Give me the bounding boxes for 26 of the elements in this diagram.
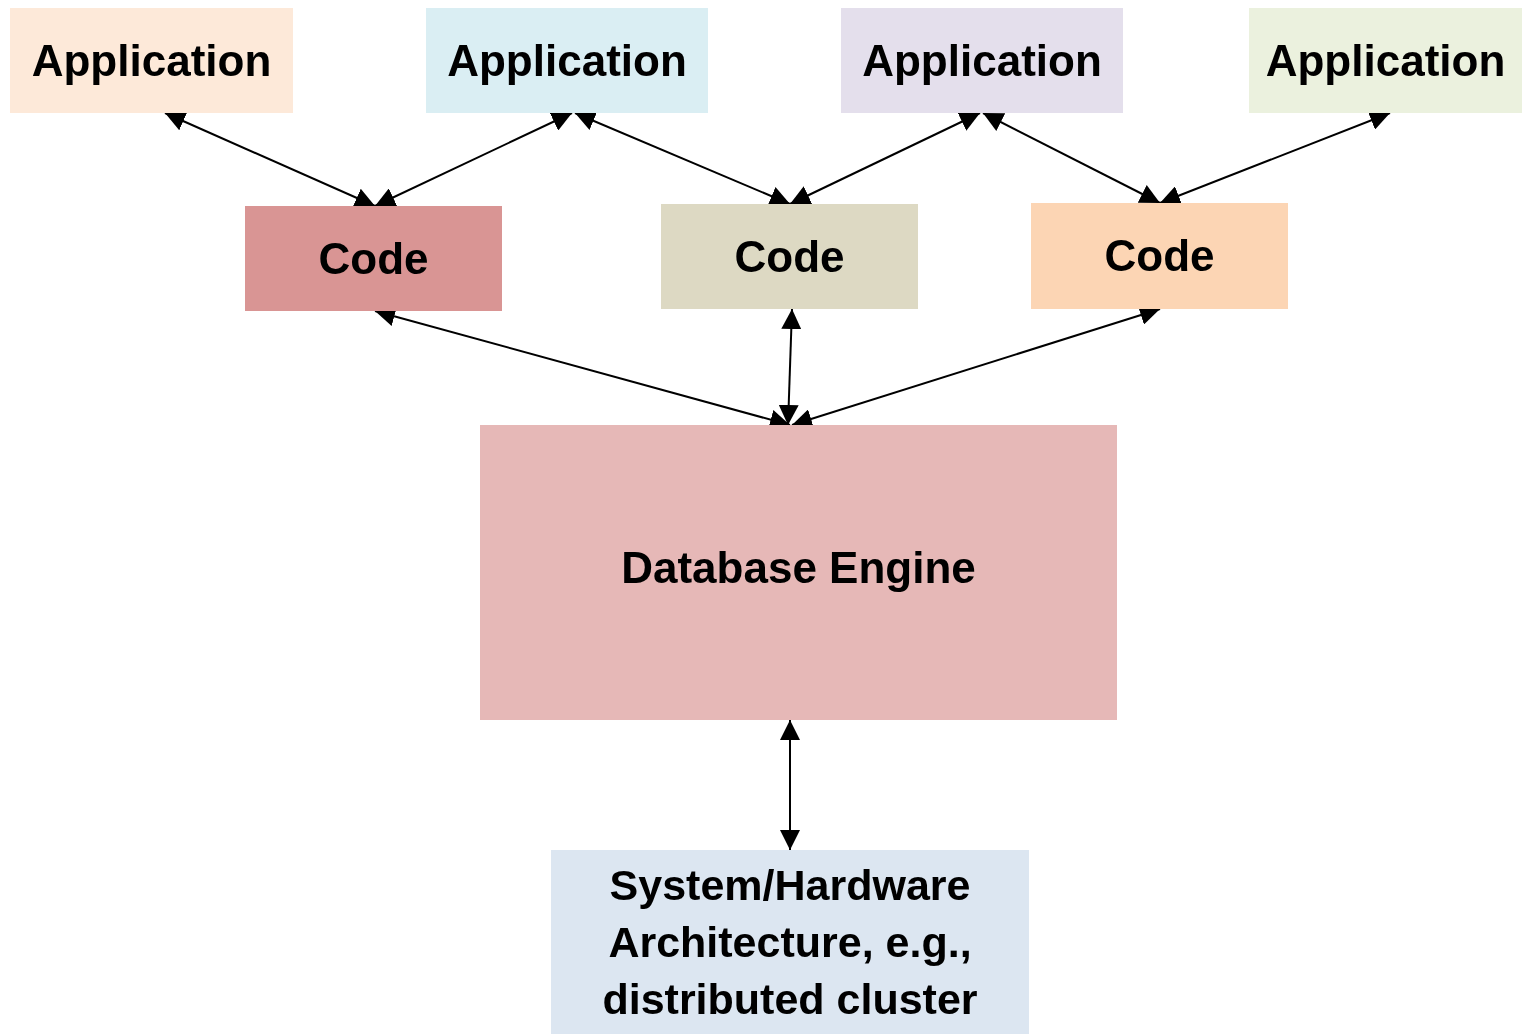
- double-arrow: [374, 112, 573, 207]
- process-box: [841, 8, 1123, 113]
- box-label: Application: [447, 34, 687, 87]
- double-arrow: [574, 111, 791, 206]
- process-box: [426, 8, 708, 113]
- box-label: Code: [318, 232, 429, 285]
- box-label: System/Hardware Architecture, e.g., distributed cluster: [601, 859, 979, 1025]
- box-label: Application: [31, 34, 272, 87]
- double-arrow: [780, 719, 800, 851]
- process-box: [1031, 203, 1288, 309]
- process-box: [1249, 8, 1522, 113]
- process-box: [245, 206, 502, 311]
- double-arrow: [1159, 111, 1391, 205]
- double-arrow: [778, 308, 802, 426]
- double-arrow: [982, 112, 1161, 204]
- box-label: Code: [1104, 230, 1215, 282]
- process-box: [10, 8, 293, 113]
- process-box: [480, 425, 1117, 720]
- box-label: Application: [1265, 34, 1506, 87]
- box-label: Database Engine: [621, 541, 976, 594]
- process-box: [551, 850, 1029, 1034]
- process-box: [661, 204, 918, 309]
- double-arrow: [164, 111, 376, 208]
- box-label: Application: [862, 34, 1102, 87]
- box-label: Code: [734, 230, 845, 283]
- double-arrow: [789, 112, 981, 205]
